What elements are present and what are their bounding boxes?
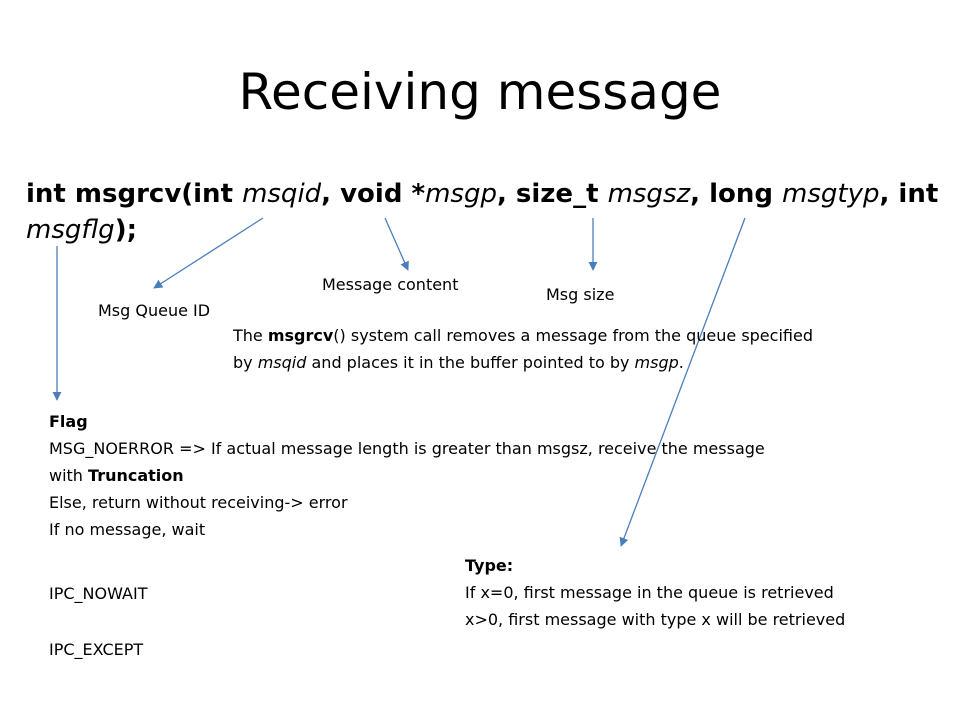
sig-msgtyp: msgtyp [782,179,880,209]
flag-ipc-nowait: IPC_NOWAIT [49,584,148,603]
sig-int: , int [879,179,939,209]
label-msg-queue-id: Msg Queue ID [98,301,211,320]
sig-int-msgrcv: int msgrcv(int [26,179,243,209]
sig-long: , long [690,179,783,209]
flag-truncation-line: with Truncation [49,462,765,489]
flag-heading: Flag [49,412,88,431]
sig-msgsz: msgsz [607,179,691,209]
slide-title: Receiving message [238,63,722,121]
sig-msqid: msqid [242,179,322,209]
type-line-1: If x=0, first message in the queue is re… [465,583,834,602]
flag-with: with [49,466,89,485]
description-line-1: The msgrcv() system call removes a messa… [233,322,813,349]
flag-ipc-except: IPC_EXCEPT [49,640,144,659]
desc-period: . [678,353,684,372]
desc-rest-1: () system call removes a message from th… [333,326,813,345]
flag-section: Flag MSG_NOERROR => If actual message le… [49,408,765,543]
desc-msgp: msgp [634,353,679,372]
desc-rest-2: and places it in the buffer pointed to b… [306,353,635,372]
sig-msgp: msgp [425,179,497,209]
sig-void-ptr: , void * [321,179,426,209]
desc-msqid: msqid [257,353,307,372]
label-msg-size: Msg size [546,285,615,304]
label-message-content: Message content [322,275,459,294]
description-line-2: by msqid and places it in the buffer poi… [233,349,813,376]
sig-msgflg: msgflg [26,215,115,245]
flag-else-line: Else, return without receiving-> error [49,493,348,512]
flag-truncation: Truncation [88,466,184,485]
desc-msgrcv: msgrcv [267,326,334,345]
sig-size-t: , size_t [496,179,608,209]
type-heading: Type: [465,556,514,575]
flag-noerror-line: MSG_NOERROR => If actual message length … [49,439,765,458]
type-section: Type: If x=0, first message in the queue… [465,552,845,633]
sig-close: ); [114,215,137,245]
desc-the: The [233,326,268,345]
description: The msgrcv() system call removes a messa… [233,322,813,376]
signature-line-2: msgflg); [26,212,938,248]
type-line-2: x>0, first message with type x will be r… [465,610,846,629]
arrow-msgtyp-to-type [619,217,746,547]
signature-line-1: int msgrcv(int msqid, void *msgp, size_t… [26,176,938,212]
arrow-msqid-to-queue-id [153,217,264,289]
flag-wait-line: If no message, wait [49,520,206,539]
desc-by: by [233,353,258,372]
function-signature: int msgrcv(int msqid, void *msgp, size_t… [26,176,938,248]
arrow-msgp-to-content [384,217,409,271]
